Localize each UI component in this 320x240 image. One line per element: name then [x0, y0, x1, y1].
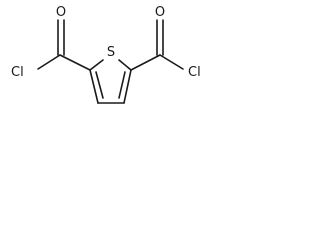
bond-c2-c3 [89, 69, 99, 104]
atom-sulfur: S [107, 45, 115, 60]
bond-c2-carbonyl-left [59, 54, 91, 71]
bond-c4-c5 [123, 69, 132, 104]
atom-chlorine-left: Cl [11, 65, 24, 80]
bond-c2-c3-inner [95, 71, 104, 99]
bond-right-c-cl [159, 54, 184, 70]
bond-c4-c5-inner [118, 71, 126, 99]
bond-c5-carbonyl-right [130, 54, 161, 71]
bond-left-c-cl [37, 54, 61, 70]
molecule-diagram: S O O Cl Cl [11, 5, 201, 104]
atom-oxygen-left: O [56, 5, 66, 20]
atom-chlorine-right: Cl [188, 65, 201, 80]
atom-oxygen-right: O [155, 5, 165, 20]
structure-canvas: S O O Cl Cl [0, 0, 222, 122]
bond-s-c5 [118, 59, 132, 71]
bond-s-c2 [89, 59, 104, 71]
